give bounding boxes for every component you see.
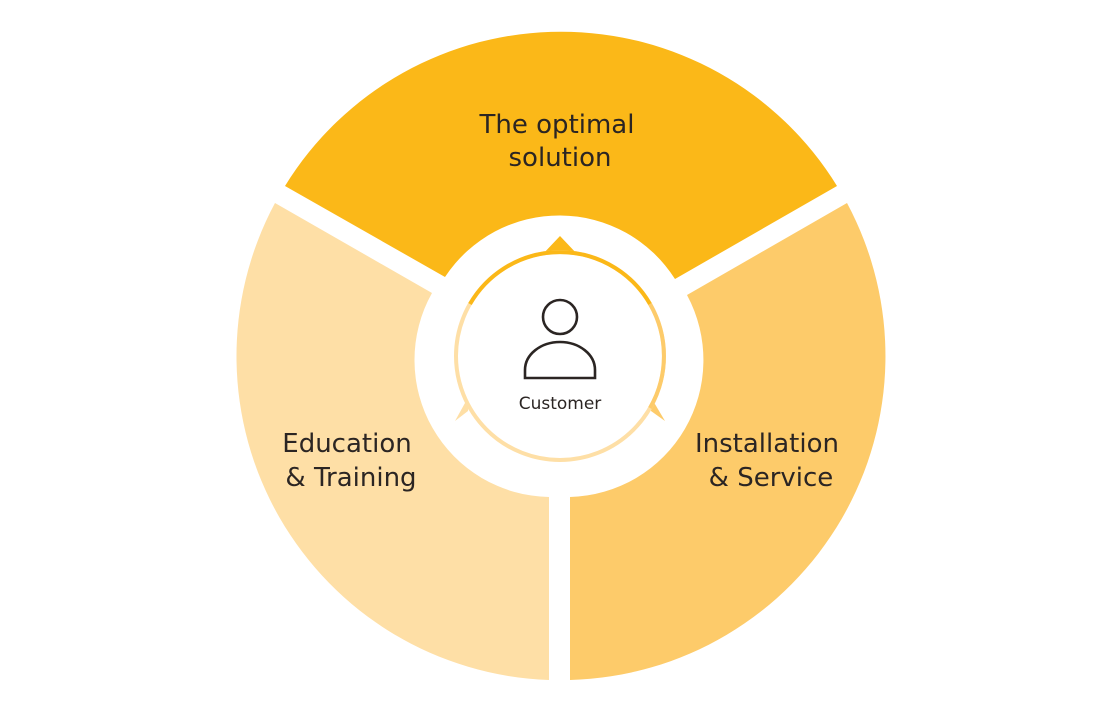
label-installation-service-line2: & Service xyxy=(709,463,834,493)
inner-ring-accent xyxy=(468,250,652,306)
segment-education-training xyxy=(236,203,549,680)
segment-labels: The optimal solution Installation & Serv… xyxy=(282,110,839,493)
label-installation-service-line1: Installation xyxy=(695,429,839,459)
label-optimal-solution-line2: solution xyxy=(509,143,612,173)
center-label: Customer xyxy=(519,394,602,414)
inner-cycle xyxy=(454,236,666,462)
segment-optimal-solution xyxy=(285,31,837,279)
cycle-arrow-top xyxy=(542,236,578,255)
label-optimal-solution-line1: The optimal xyxy=(479,110,635,140)
segment-installation-service xyxy=(570,203,886,680)
person-icon xyxy=(523,298,597,380)
label-education-training-line2: & Training xyxy=(285,463,416,493)
label-education-training-line1: Education xyxy=(282,429,411,459)
segments xyxy=(236,31,886,680)
inner-ring-accent-right xyxy=(648,303,666,409)
